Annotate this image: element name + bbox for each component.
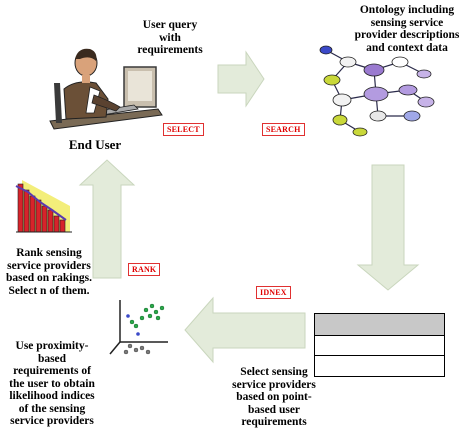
table-header-row bbox=[315, 314, 444, 336]
search-tag: SEARCH bbox=[262, 123, 305, 136]
user-at-computer-icon bbox=[49, 48, 163, 130]
arrow-to-table bbox=[356, 164, 420, 291]
select-providers-description: Select sensing service providers based o… bbox=[232, 366, 316, 428]
arrow-to-user bbox=[78, 159, 136, 279]
table-row bbox=[315, 336, 444, 356]
index-tag: IDNEX bbox=[256, 286, 291, 299]
rank-tag: RANK bbox=[128, 263, 161, 276]
table-row bbox=[315, 356, 444, 374]
select-tag: SELECT bbox=[163, 123, 204, 136]
scatter-plot-icon bbox=[109, 300, 168, 355]
ontology-label: Ontology including sensing service provi… bbox=[354, 4, 460, 54]
ontology-graph-icon bbox=[319, 45, 435, 137]
arrow-to-scatter bbox=[184, 296, 306, 364]
rank-description: Rank sensing service providers based on … bbox=[6, 247, 92, 297]
arrow-to-ontology bbox=[217, 50, 265, 108]
proximity-description: Use proximity- based requirements of the… bbox=[9, 340, 95, 427]
table-icon bbox=[314, 313, 445, 377]
bar-chart-icon bbox=[15, 180, 72, 233]
user-query-label: User query with requirements bbox=[137, 19, 203, 56]
end-user-label: End User bbox=[68, 137, 122, 152]
